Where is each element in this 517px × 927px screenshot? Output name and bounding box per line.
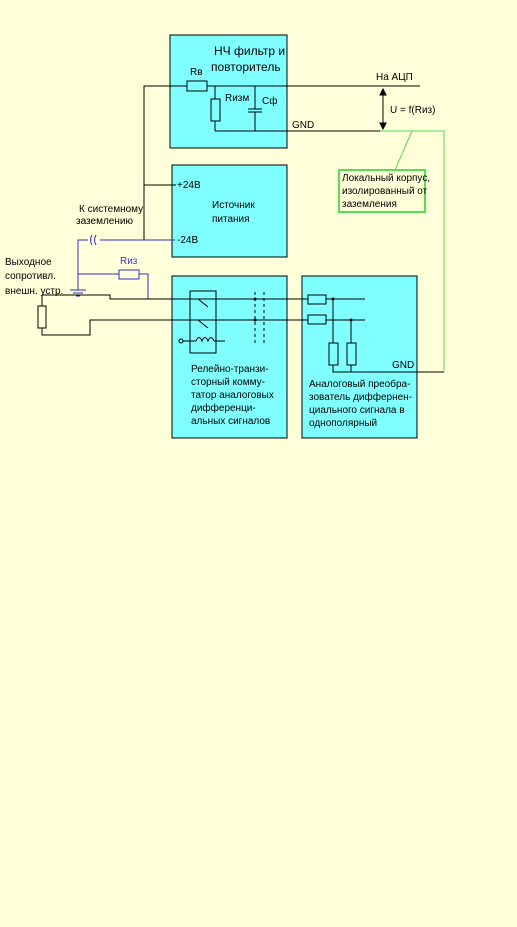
- resistor-riz: [118, 269, 140, 280]
- adc-label: На АЦП: [376, 72, 413, 83]
- junction-dot: [253, 318, 257, 322]
- power-title-line2: питания: [212, 214, 250, 225]
- relay-title-line5: альных сигналов: [191, 416, 270, 427]
- relay-title-line4: дифференци-: [191, 402, 256, 414]
- junction-dot: [349, 318, 353, 322]
- local-case-box: [338, 169, 426, 213]
- local-case-label-1: Локальный корпус,: [342, 173, 430, 184]
- local-case-wiring: [380, 130, 445, 372]
- rizm-label: Rизм: [225, 93, 249, 104]
- resistor-output: [37, 305, 47, 329]
- power-plus-label: +24В: [177, 180, 201, 191]
- converter-gnd-label: GND: [392, 360, 414, 371]
- output-res-label-1: Выходное: [5, 257, 52, 268]
- converter-title-line2: зователь диффернен-: [309, 391, 412, 403]
- converter-block: [301, 275, 418, 439]
- converter-title-line3: циального сигнала в: [309, 405, 405, 416]
- relay-coil: [195, 337, 215, 343]
- local-case-label-2: изолированный от: [342, 186, 428, 197]
- relay-title-line3: татор аналоговых: [191, 390, 274, 401]
- power-block: [171, 164, 288, 258]
- filter-title-line1: НЧ фильтр и: [214, 44, 285, 58]
- system-ground-label-2: заземлению: [76, 216, 133, 227]
- power-minus-label: -24В: [177, 235, 198, 246]
- u-formula-label: U = f(Rиз): [390, 105, 435, 116]
- filter-title-line2: повторитель: [211, 60, 281, 74]
- junction-dot: [331, 297, 335, 301]
- relay-switch-box: [189, 290, 217, 354]
- local-case-label-3: заземления: [342, 199, 397, 210]
- riz-label: Rиз: [120, 256, 138, 267]
- system-ground-label-1: К системному: [79, 204, 143, 215]
- junction-dot: [253, 297, 257, 301]
- power-title-line1: Источник: [212, 200, 255, 211]
- resistor-rv: [186, 80, 208, 92]
- rv-label: Rв: [190, 67, 203, 78]
- converter-title-line4: однополярный: [309, 418, 377, 429]
- output-res-label-3: внешн. устр.: [5, 286, 63, 297]
- converter-title-line1: Аналоговый преобра-: [309, 378, 410, 390]
- relay-terminal: [178, 338, 184, 344]
- external-output: [37, 294, 302, 336]
- cf-label: Сф: [262, 95, 277, 107]
- relay-block: [171, 275, 288, 439]
- resistor-rizm: [210, 98, 221, 122]
- output-res-label-2: сопротивл.: [5, 271, 56, 282]
- relay-title-line2: сторный комму-: [191, 377, 265, 388]
- ground-wiring: [70, 234, 175, 299]
- relay-title-line1: Релейно-транзи-: [191, 364, 269, 375]
- gnd-filter-label: GND: [292, 120, 314, 131]
